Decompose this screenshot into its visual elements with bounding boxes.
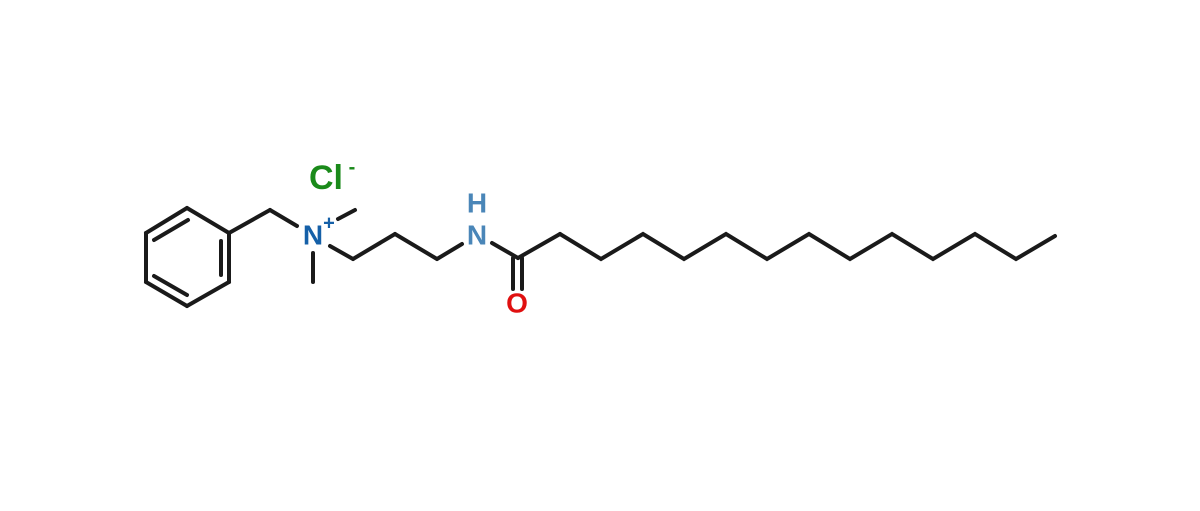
amide-hydrogen-label: H <box>467 187 487 218</box>
chloride-charge: - <box>349 156 356 178</box>
benzene-ring <box>144 206 231 308</box>
carbonyl-oxygen: O <box>506 287 528 318</box>
alkyl-chain <box>558 231 1057 262</box>
n-methyl-bonds <box>311 208 357 284</box>
amide-bonds <box>490 232 562 291</box>
chloride-ion: Cl - <box>309 156 355 197</box>
chloride-label: Cl <box>309 159 343 197</box>
quaternary-nitrogen: N + <box>303 212 335 250</box>
benzyl-bonds <box>227 208 299 235</box>
amide-nitrogen: H N <box>467 187 487 250</box>
quaternary-nitrogen-charge: + <box>323 212 335 234</box>
amide-nitrogen-label: N <box>467 219 487 250</box>
carbonyl-oxygen-label: O <box>506 287 528 318</box>
quaternary-nitrogen-label: N <box>303 219 323 250</box>
propyl-linker <box>328 232 464 261</box>
